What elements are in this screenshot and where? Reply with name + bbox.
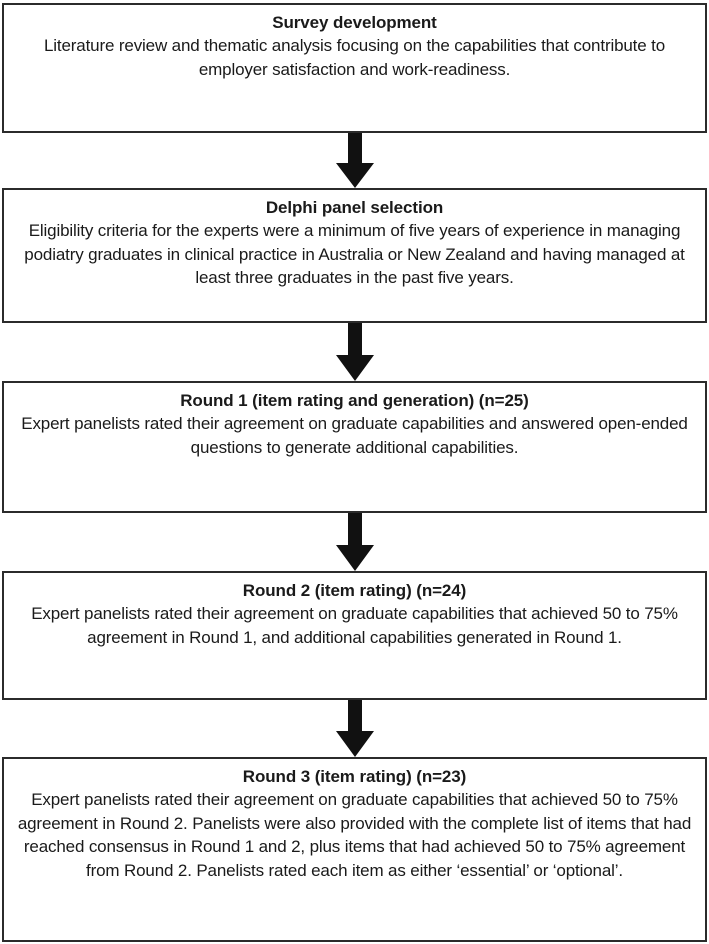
node-title: Round 3 (item rating) (n=23)	[242, 767, 467, 786]
node-title: Round 1 (item rating and generation) (n=…	[180, 391, 529, 410]
node-title: Delphi panel selection	[265, 198, 444, 217]
flowchart-node-survey-development: Survey development Literature review and…	[2, 3, 707, 133]
node-body: Literature review and thematic analysis …	[43, 36, 666, 79]
node-body: Expert panelists rated their agreement o…	[21, 414, 688, 457]
node-body: Eligibility criteria for the experts wer…	[24, 221, 685, 287]
flow-arrow-2	[0, 323, 709, 381]
node-body: Expert panelists rated their agreement o…	[31, 604, 678, 647]
node-title: Round 2 (item rating) (n=24)	[242, 581, 467, 600]
flowchart-node-round-2: Round 2 (item rating) (n=24) Expert pane…	[2, 571, 707, 700]
flow-arrow-1	[0, 133, 709, 188]
flow-arrow-3	[0, 513, 709, 571]
node-body: Expert panelists rated their agreement o…	[17, 790, 692, 880]
flowchart-node-delphi-panel-selection: Delphi panel selection Eligibility crite…	[2, 188, 707, 323]
flowchart-node-round-1: Round 1 (item rating and generation) (n=…	[2, 381, 707, 513]
node-title: Survey development	[272, 13, 437, 32]
flow-arrow-4	[0, 700, 709, 757]
flowchart-node-round-3: Round 3 (item rating) (n=23) Expert pane…	[2, 757, 707, 942]
